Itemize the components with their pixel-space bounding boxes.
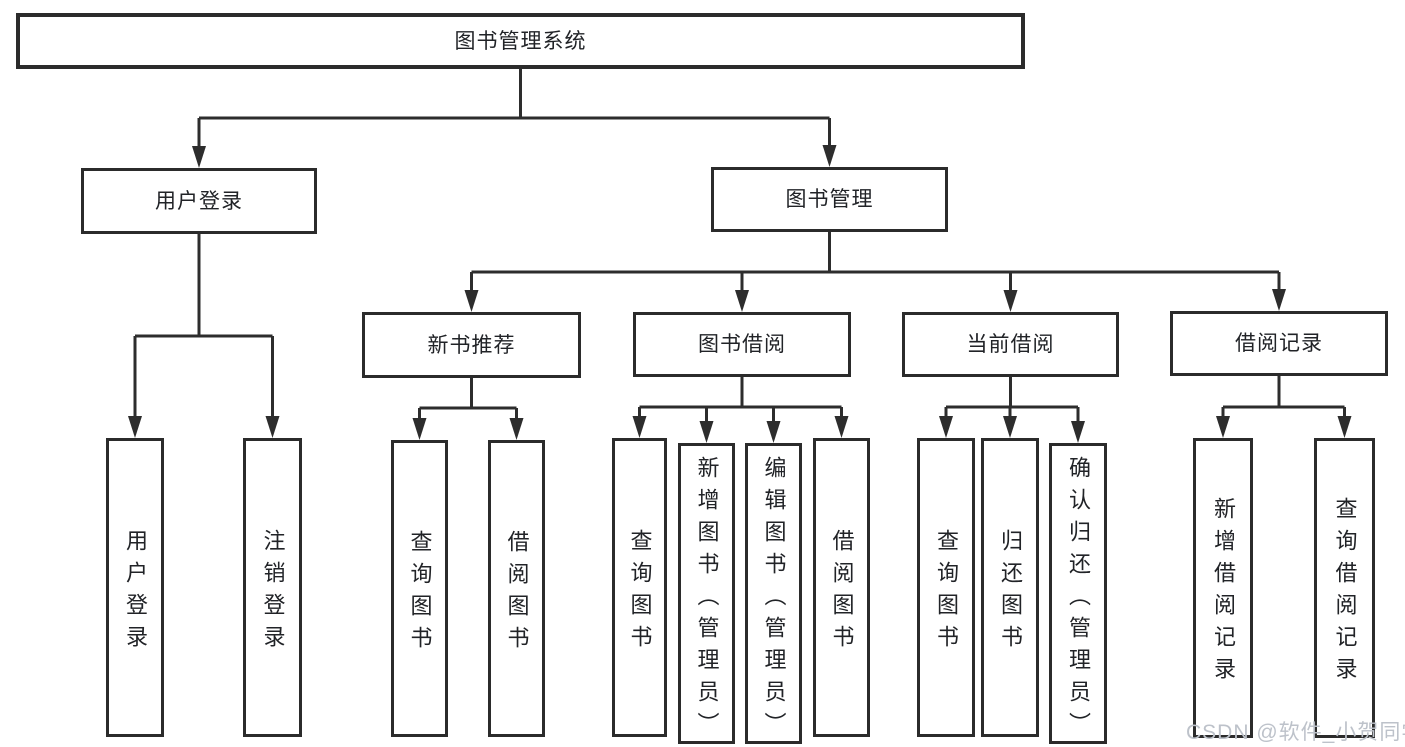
edge-borrowrecords-rail: [1223, 376, 1345, 409]
leaf-query-borrow-record: 查询借阅记录: [1314, 438, 1375, 738]
edge-newbookrec-rail: [419, 377, 517, 410]
edge-userlogin-rail: [135, 234, 273, 338]
leaf-confirm-return-admin: 确认归还（管理员）: [1049, 443, 1107, 744]
edge-root-rail: [199, 69, 830, 120]
node-user-login-branch: 用户登录: [81, 168, 317, 234]
edge-bookborrow-rail: [639, 377, 842, 409]
leaf-add-borrow-record: 新增借阅记录: [1193, 438, 1253, 738]
leaf-add-books-admin: 新增图书（管理员）: [678, 443, 735, 744]
leaf-query-books-1: 查询图书: [391, 440, 448, 737]
leaf-logout: 注销登录: [243, 438, 302, 737]
edge-bookmgmt-rail: [471, 232, 1279, 274]
leaf-borrow-books-1: 借阅图书: [488, 440, 545, 737]
node-new-book-recommend: 新书推荐: [362, 312, 581, 378]
leaf-return-books: 归还图书: [981, 438, 1039, 737]
node-current-borrowing: 当前借阅: [902, 312, 1119, 377]
watermark-text: CSDN @软件_小贺同学: [1186, 721, 1405, 744]
leaf-edit-books-admin: 编辑图书（管理员）: [745, 443, 802, 744]
node-book-borrowing: 图书借阅: [633, 312, 851, 377]
edge-currentborrow-rail: [946, 377, 1078, 409]
node-book-management-branch: 图书管理: [711, 167, 948, 232]
leaf-query-books-2: 查询图书: [612, 438, 667, 737]
node-borrowing-records: 借阅记录: [1170, 311, 1388, 376]
leaf-borrow-books-2: 借阅图书: [813, 438, 870, 737]
leaf-user-login: 用户登录: [106, 438, 164, 737]
node-root: 图书管理系统: [16, 13, 1025, 69]
leaf-query-books-3: 查询图书: [917, 438, 975, 737]
